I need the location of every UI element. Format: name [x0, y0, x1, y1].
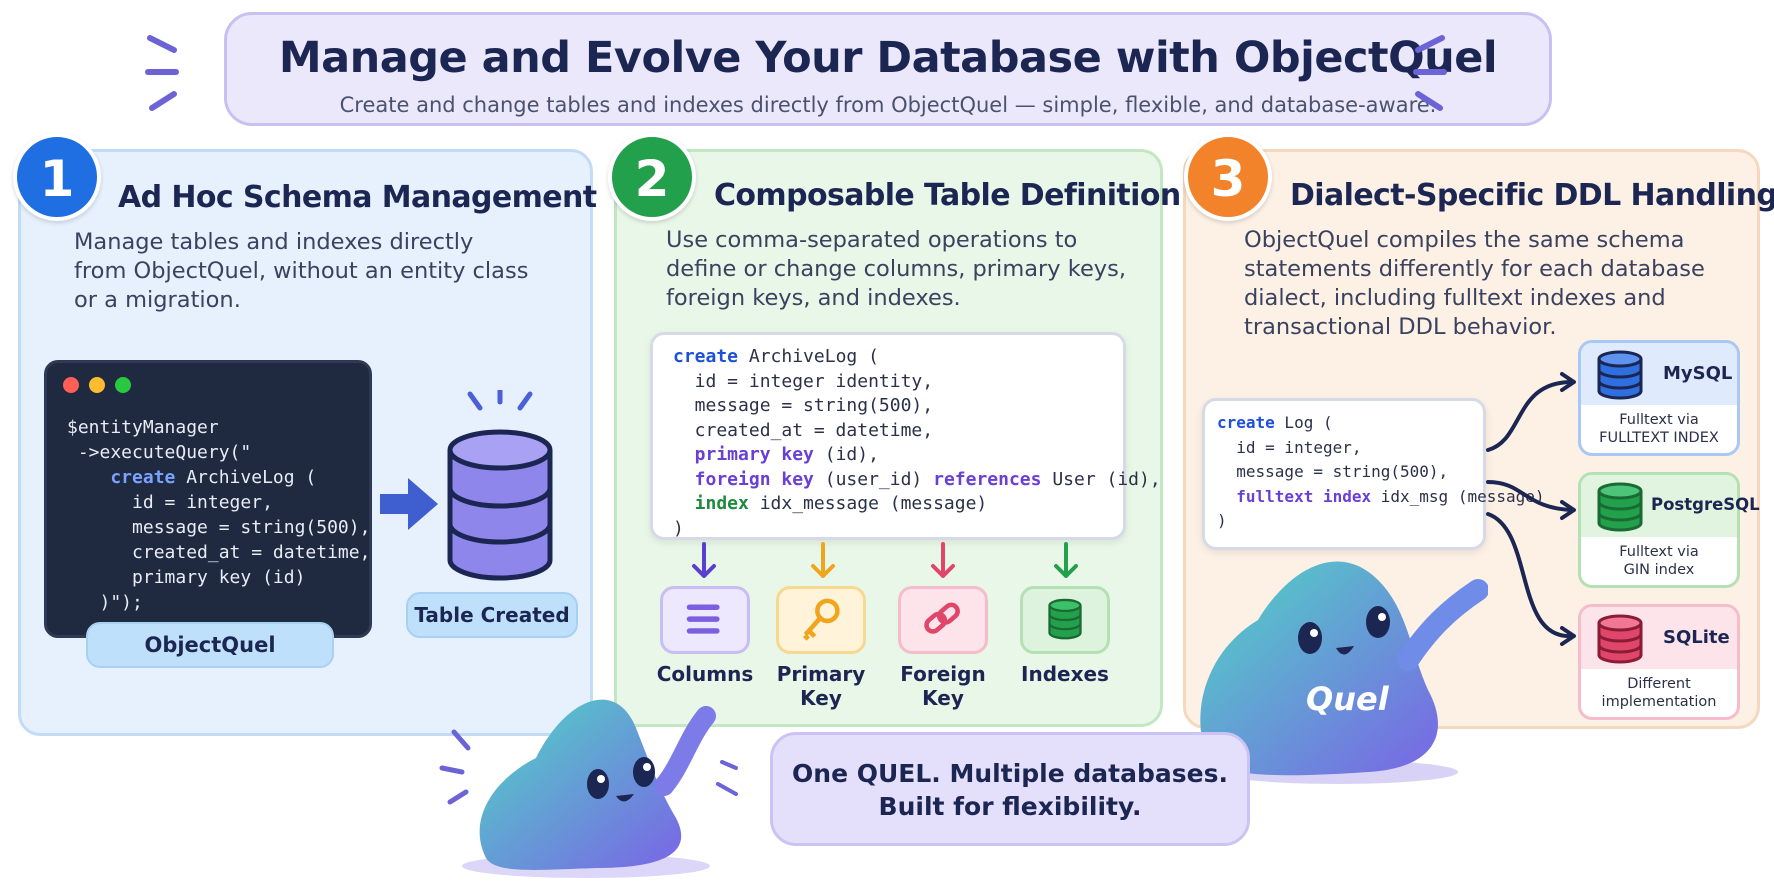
minimize-dot-icon — [89, 377, 105, 393]
panel-1-title: Ad Hoc Schema Management — [118, 180, 597, 215]
step-badge-2: 2 — [608, 133, 696, 221]
sparkle-rays-left-icon — [145, 35, 179, 111]
page-title: Manage and Evolve Your Database with Obj… — [278, 33, 1498, 83]
database-icon — [1597, 482, 1643, 532]
quel-mascot-icon — [1200, 561, 1488, 784]
table-created-label: Table Created — [406, 592, 578, 638]
dialect-code: create Log ( id = integer, message = str… — [1202, 398, 1545, 550]
indexes-label: Indexes — [1021, 662, 1109, 686]
foreign-key-icon-box — [898, 586, 988, 654]
sqlite-label: SQLite — [1663, 627, 1730, 648]
arrow-right-icon — [380, 478, 438, 530]
objectquel-label: ObjectQuel — [86, 622, 334, 668]
panel-3-description: ObjectQuel compiles the same schema stat… — [1244, 227, 1705, 340]
waving-mascot-icon — [439, 699, 738, 878]
panel-3-title: Dialect-Specific DDL Handling — [1290, 178, 1774, 213]
header-banner: Manage and Evolve Your Database with Obj… — [224, 12, 1552, 126]
table-definition-code: create ArchiveLog ( id = integer identit… — [650, 332, 1161, 540]
step-badge-3: 3 — [1184, 133, 1272, 221]
sparkle-rays-right-icon — [1413, 35, 1447, 111]
postgresql-label: PostgreSQL — [1651, 495, 1760, 514]
link-icon — [924, 602, 960, 634]
terminal-code: $entityManager ->executeQuery(" create A… — [67, 417, 371, 613]
database-icon — [1597, 350, 1643, 400]
primary-key-icon-box — [776, 586, 866, 654]
tagline-line-2: Built for flexibility. — [878, 792, 1142, 821]
database-icon — [1597, 614, 1643, 664]
down-arrows — [692, 542, 1078, 578]
columns-icon-box — [660, 586, 750, 654]
panel-2-description: Use comma-separated operations to define… — [666, 227, 1126, 311]
indexes-icon-box — [1020, 586, 1110, 654]
tagline-bubble: One QUEL. Multiple databases. Built for … — [770, 732, 1250, 846]
step-badge-1: 1 — [13, 133, 101, 221]
panel-1-description: Manage tables and indexes directly from … — [74, 229, 529, 313]
terminal-window: $entityManager ->executeQuery(" create A… — [44, 360, 372, 638]
key-icon — [802, 598, 840, 641]
branch-arrows — [1486, 372, 1576, 646]
tagline-line-1: One QUEL. Multiple databases. — [792, 759, 1228, 788]
mysql-label: MySQL — [1663, 363, 1733, 384]
panel-2-title: Composable Table Definition — [714, 178, 1181, 213]
database-icon — [1048, 598, 1082, 640]
maximize-dot-icon — [115, 377, 131, 393]
close-dot-icon — [63, 377, 79, 393]
page-subtitle: Create and change tables and indexes dir… — [339, 93, 1437, 117]
mascot-quel-label: Quel — [1306, 680, 1389, 718]
list-icon — [686, 604, 720, 634]
columns-label: Columns — [656, 662, 754, 686]
database-icon — [447, 390, 553, 581]
